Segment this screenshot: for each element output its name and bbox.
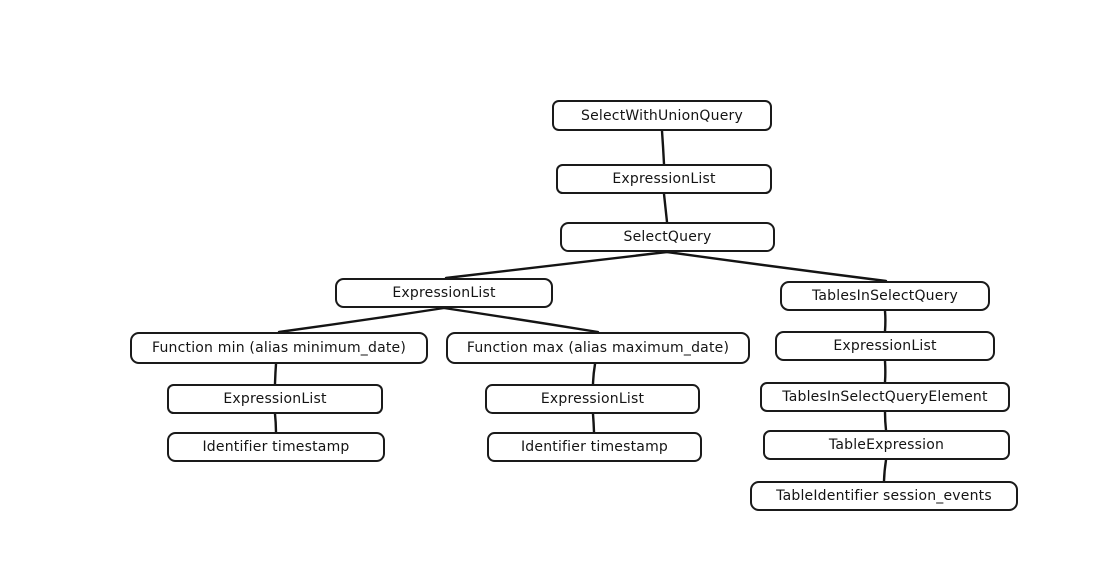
tree-node-label: ExpressionList — [612, 171, 716, 187]
tree-node-label: SelectQuery — [623, 229, 712, 245]
tree-node[interactable]: ExpressionList — [556, 164, 772, 194]
tree-node[interactable]: TablesInSelectQueryElement — [760, 382, 1010, 412]
edge-n7-n10 — [591, 362, 597, 386]
tree-node-label: Function min (alias minimum_date) — [151, 340, 407, 356]
edge-n11-n14 — [883, 410, 888, 432]
edge-n10-n13 — [591, 412, 596, 434]
tree-node-label: ExpressionList — [392, 285, 496, 301]
tree-node[interactable]: Function min (alias minimum_date) — [130, 332, 428, 364]
tree-node-label: Function max (alias maximum_date) — [466, 340, 730, 356]
edge-n4-n6 — [277, 306, 446, 334]
tree-node-label: Identifier timestamp — [520, 439, 669, 455]
tree-node-label: ExpressionList — [540, 391, 645, 407]
tree-node-label: TableIdentifier session_events — [776, 488, 992, 504]
tree-node[interactable]: ExpressionList — [485, 384, 700, 414]
tree-node[interactable]: Identifier timestamp — [487, 432, 702, 462]
tree-node[interactable]: SelectQuery — [560, 222, 775, 252]
tree-node-label: Identifier timestamp — [202, 439, 350, 455]
tree-node[interactable]: ExpressionList — [775, 331, 995, 361]
tree-node-label: ExpressionList — [223, 391, 327, 407]
edge-n2-n3 — [662, 192, 669, 224]
edge-n3-n4 — [444, 250, 669, 280]
tree-node-label: ExpressionList — [833, 338, 937, 354]
tree-node[interactable]: Function max (alias maximum_date) — [446, 332, 750, 364]
tree-node[interactable]: ExpressionList — [167, 384, 383, 414]
tree-node[interactable]: SelectWithUnionQuery — [552, 100, 772, 131]
tree-node[interactable]: TablesInSelectQuery — [780, 281, 990, 311]
edge-n1-n2 — [660, 129, 666, 166]
edge-n3-n5 — [665, 250, 888, 283]
edge-n6-n9 — [273, 362, 278, 386]
edge-n14-n15 — [882, 458, 888, 483]
tree-node-label: SelectWithUnionQuery — [581, 107, 743, 124]
tree-node-label: TablesInSelectQuery — [811, 288, 959, 304]
tree-node[interactable]: TableExpression — [763, 430, 1010, 460]
tree-node[interactable]: ExpressionList — [335, 278, 553, 308]
edge-n4-n7 — [442, 306, 600, 334]
tree-node[interactable]: TableIdentifier session_events — [750, 481, 1018, 511]
tree-node[interactable]: Identifier timestamp — [167, 432, 385, 462]
edge-n9-n12 — [273, 412, 278, 434]
tree-node-label: TablesInSelectQueryElement — [782, 389, 988, 405]
tree-node-label: TableExpression — [828, 437, 945, 453]
